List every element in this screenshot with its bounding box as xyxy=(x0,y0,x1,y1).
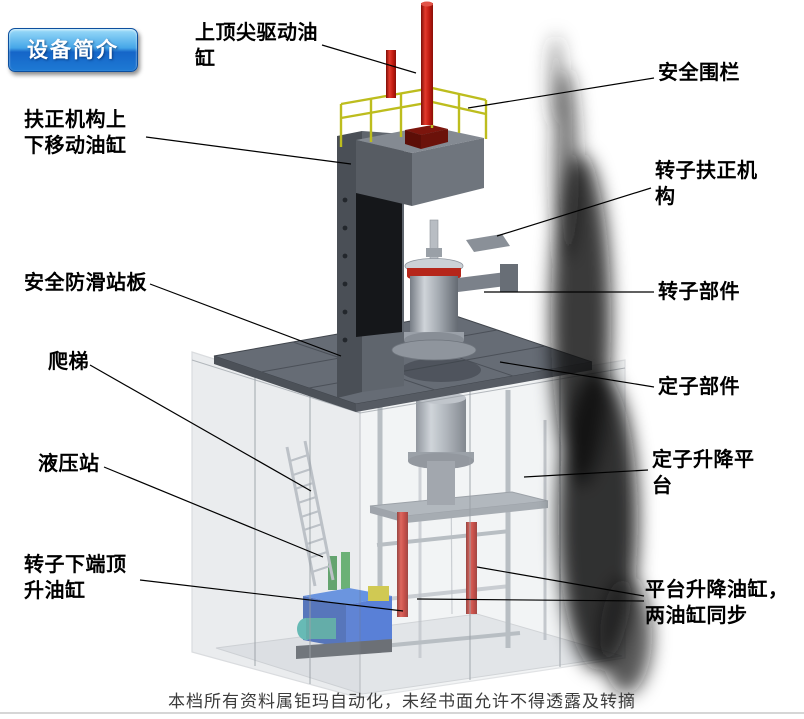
render-shadow-artifact xyxy=(549,35,652,694)
machine-head-graphic xyxy=(356,125,484,206)
label-centering-lift-cylinder: 扶正机构上 下移动油缸 xyxy=(24,109,127,157)
leader-stator-lift-platform xyxy=(523,469,649,478)
platform-lift-cylinders-graphic xyxy=(397,512,477,617)
leader-ladder xyxy=(89,364,312,492)
leader-top-center-drive-cylinder xyxy=(321,44,417,74)
leader-rotor-bottom-jack-cylinder xyxy=(139,579,404,612)
rotor-assembly-graphic xyxy=(391,219,518,361)
leader-hydraulic-station xyxy=(103,466,324,558)
label-hydraulic-station: 液压站 xyxy=(38,453,100,475)
leader-platform-lift-cylinder-1 xyxy=(476,566,645,597)
label-safety-fence: 安全围栏 xyxy=(658,62,740,84)
leader-lines xyxy=(89,44,655,612)
label-anti-slip-platform: 安全防滑站板 xyxy=(24,272,147,294)
label-platform-lift-cylinders: 平台升降油缸， 两油缸同步 xyxy=(645,579,789,627)
label-rotor-bottom-jack-cylinder: 转子下端顶 升油缸 xyxy=(24,554,127,602)
label-rotor-centering-mechanism: 转子扶正机 构 xyxy=(655,160,758,208)
leader-safety-fence xyxy=(467,77,655,109)
leader-rotor-centering-mechanism xyxy=(496,187,652,237)
title-badge: 设备简介 xyxy=(8,28,138,72)
leader-centering-lift-cylinder xyxy=(145,136,352,165)
safety-cage-graphic xyxy=(191,351,626,699)
label-ladder: 爬梯 xyxy=(48,351,89,373)
label-top-center-drive-cylinder: 上顶尖驱动油 缸 xyxy=(195,22,318,70)
confidentiality-watermark: 本档所有资料属钜玛自动化，未经书面允许不得透露及转摘 xyxy=(168,692,636,711)
leader-platform-lift-cylinder-2 xyxy=(416,598,645,602)
label-stator-component: 定子部件 xyxy=(658,376,740,398)
label-rotor-component: 转子部件 xyxy=(658,281,740,303)
top-center-drive-cylinder-graphic xyxy=(386,1,433,125)
leader-stator-component xyxy=(499,361,655,388)
label-stator-lift-platform: 定子升降平 台 xyxy=(652,449,755,497)
leader-anti-slip-platform xyxy=(149,283,342,357)
